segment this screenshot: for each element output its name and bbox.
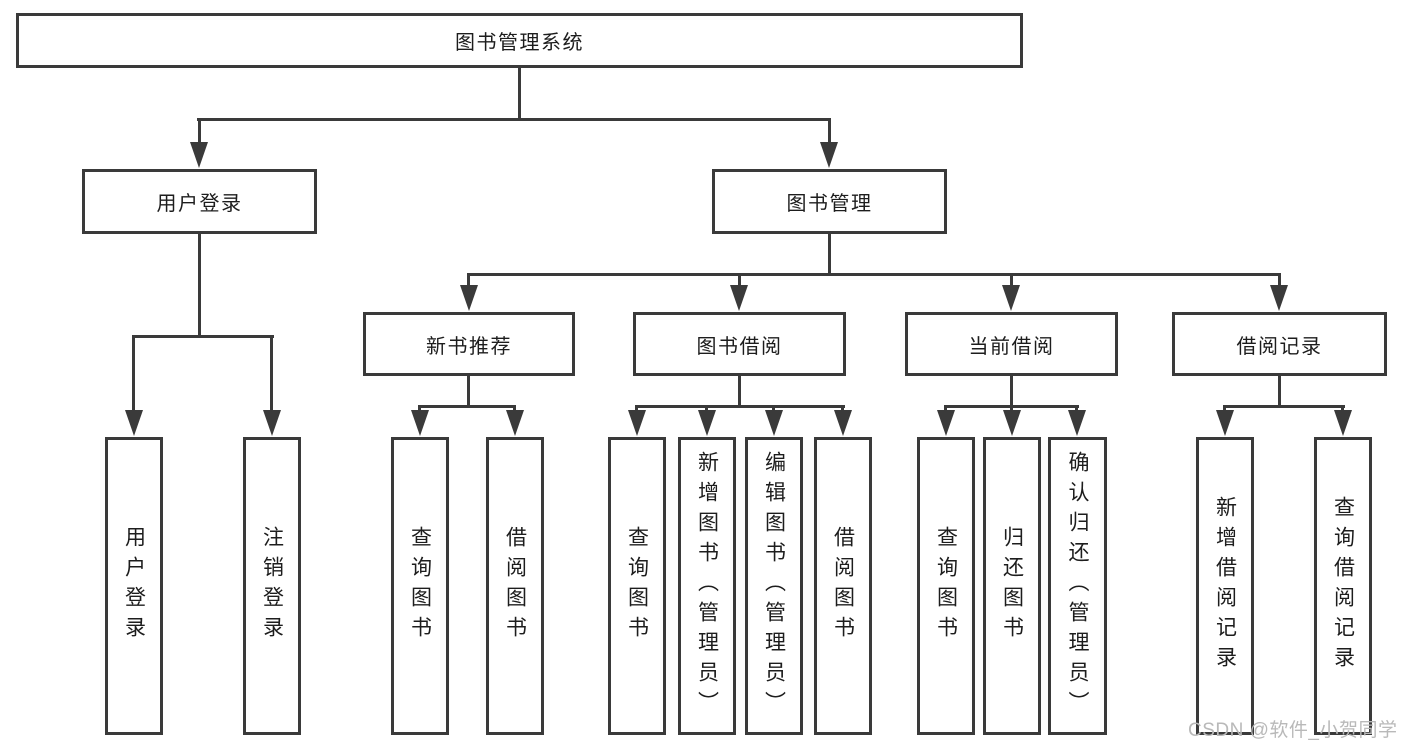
connector-drop [1010, 273, 1013, 287]
connector-drop [1341, 405, 1344, 413]
connector-drop [1010, 405, 1013, 413]
leaf-query-books-recommend-label: 查询图书 [408, 526, 432, 646]
leaf-borrow-books: 借阅图书 [814, 437, 872, 735]
leaf-edit-books-admin-label: 编辑图书（管理员） [762, 451, 786, 721]
node-user-login-label: 用户登录 [156, 193, 243, 215]
leaf-return-books-label: 归还图书 [1000, 526, 1024, 646]
leaf-borrow-books-label: 借阅图书 [831, 526, 855, 646]
connector-drop [467, 273, 470, 287]
connector-bar [1223, 405, 1345, 408]
leaf-user-login-label: 用户登录 [122, 526, 146, 646]
node-borrow-records-label: 借阅记录 [1236, 335, 1323, 358]
leaf-return-books: 归还图书 [983, 437, 1041, 735]
arrow-down-icon [1003, 410, 1021, 436]
leaf-query-books-current: 查询图书 [917, 437, 975, 735]
node-book-borrow: 图书借阅 [633, 312, 846, 376]
leaf-query-books-recommend: 查询图书 [391, 437, 449, 735]
arrow-down-icon [937, 410, 955, 436]
arrow-down-icon [460, 285, 478, 311]
arrow-down-icon [411, 410, 429, 436]
connector-trunk [1278, 375, 1281, 407]
leaf-confirm-return-admin: 确认归还（管理员） [1048, 437, 1107, 735]
arrow-down-icon [1216, 410, 1234, 436]
connector-root-trunk [518, 68, 521, 120]
connector-level2-bar [197, 118, 831, 121]
arrow-down-icon [506, 410, 524, 436]
arrow-down-icon [698, 410, 716, 436]
connector-user-login-drop [198, 118, 201, 144]
arrow-down-icon [820, 142, 838, 168]
arrow-down-icon [1002, 285, 1020, 311]
leaf-edit-books-admin: 编辑图书（管理员） [745, 437, 803, 735]
connector-user-login-bar [132, 335, 274, 338]
connector-drop [841, 405, 844, 413]
connector-trunk [1010, 375, 1013, 407]
node-current-borrow-label: 当前借阅 [968, 335, 1055, 358]
connector-bar [418, 405, 516, 408]
connector-drop [635, 405, 638, 413]
leaf-borrow-books-recommend-label: 借阅图书 [503, 526, 527, 646]
connector-level3-bar [467, 273, 1281, 276]
arrow-down-icon [125, 410, 143, 436]
leaf-add-borrow-record: 新增借阅记录 [1196, 437, 1254, 735]
connector-drop [772, 405, 775, 413]
leaf-confirm-return-admin-label: 确认归还（管理员） [1066, 451, 1089, 721]
node-book-borrow-label: 图书借阅 [696, 335, 783, 358]
leaf-query-books-borrow-label: 查询图书 [625, 526, 649, 646]
arrow-down-icon [263, 410, 281, 436]
leaf-query-borrow-record: 查询借阅记录 [1314, 437, 1372, 735]
node-new-book-recommend: 新书推荐 [363, 312, 575, 376]
arrow-down-icon [190, 142, 208, 168]
leaf-logout-login: 注销登录 [243, 437, 301, 735]
leaf-user-login: 用户登录 [105, 437, 163, 735]
leaf-query-borrow-record-label: 查询借阅记录 [1331, 496, 1355, 676]
arrow-down-icon [628, 410, 646, 436]
arrow-down-icon [1068, 410, 1086, 436]
node-user-login: 用户登录 [82, 169, 317, 234]
connector-drop [270, 335, 273, 412]
connector-drop [513, 405, 516, 413]
leaf-add-books-admin-label: 新增图书（管理员） [695, 451, 719, 721]
node-borrow-records: 借阅记录 [1172, 312, 1387, 376]
connector-book-mgmt-drop [828, 118, 831, 144]
connector-drop [418, 405, 421, 413]
connector-drop [1223, 405, 1226, 413]
connector-drop [1278, 273, 1281, 287]
connector-book-mgmt-trunk [828, 233, 831, 275]
arrow-down-icon [730, 285, 748, 311]
connector-drop [705, 405, 708, 413]
arrow-down-icon [1270, 285, 1288, 311]
node-new-book-recommend-label: 新书推荐 [426, 335, 512, 358]
node-current-borrow: 当前借阅 [905, 312, 1118, 376]
connector-trunk [738, 375, 741, 407]
node-root: 图书管理系统 [16, 13, 1023, 68]
connector-trunk [467, 375, 470, 407]
leaf-query-books-borrow: 查询图书 [608, 437, 666, 735]
arrow-down-icon [834, 410, 852, 436]
connector-bar [635, 405, 845, 408]
leaf-borrow-books-recommend: 借阅图书 [486, 437, 544, 735]
arrow-down-icon [1334, 410, 1352, 436]
watermark: CSDN @软件_小贺同学 [1188, 720, 1398, 741]
leaf-query-books-current-label: 查询图书 [934, 526, 958, 646]
node-book-management-label: 图书管理 [786, 193, 873, 215]
connector-drop [944, 405, 947, 413]
leaf-add-books-admin: 新增图书（管理员） [678, 437, 736, 735]
leaf-add-borrow-record-label: 新增借阅记录 [1213, 496, 1237, 676]
node-book-management: 图书管理 [712, 169, 947, 234]
connector-drop [1075, 405, 1078, 413]
connector-user-login-trunk [198, 233, 201, 336]
connector-drop [132, 335, 135, 412]
leaf-logout-login-label: 注销登录 [260, 526, 284, 646]
arrow-down-icon [765, 410, 783, 436]
connector-drop [738, 273, 741, 287]
node-root-label: 图书管理系统 [455, 32, 584, 54]
